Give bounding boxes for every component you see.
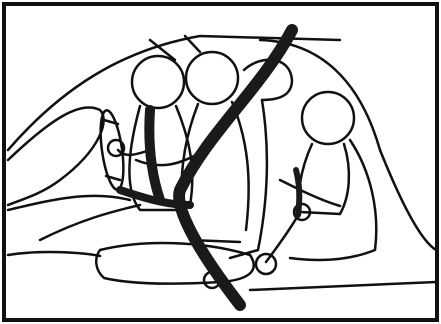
passenger-head [186,52,238,104]
child-arm [280,180,340,206]
child-foot [256,254,276,274]
dashboard-outline [8,107,104,205]
roof-line [8,36,340,150]
driver-head [132,56,184,108]
rear-body-line [380,150,436,250]
driver-belt-shoulder [149,110,160,200]
seat-cushion [96,243,254,284]
child-belt [296,170,299,215]
rear-floor-line [250,282,436,290]
child-torso-back [340,144,349,214]
passenger-torso-back [232,102,249,230]
driver-leg [40,205,140,240]
floor-line [8,252,100,256]
child-head [302,92,354,144]
rear-seat [290,140,376,260]
